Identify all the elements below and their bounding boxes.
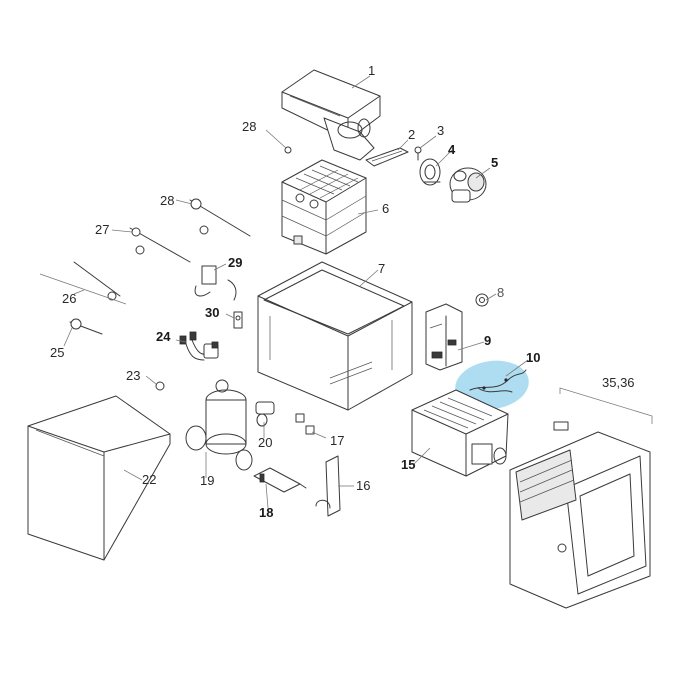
callout-16: 16 xyxy=(356,478,371,493)
callout-6: 6 xyxy=(382,201,390,216)
part-28-pipe xyxy=(189,198,251,237)
callout-25: 25 xyxy=(50,345,65,360)
callout-28-left: 28 xyxy=(160,193,175,208)
part-1-top-housing xyxy=(281,69,381,161)
callout-8: 8 xyxy=(497,285,505,300)
part-23-screw xyxy=(155,381,165,391)
callout-2: 2 xyxy=(408,127,416,142)
callout-18: 18 xyxy=(259,505,274,520)
callout-28-top: 28 xyxy=(242,119,257,134)
part-29-sensor xyxy=(194,265,237,301)
part-35-36-door-frame xyxy=(509,387,653,609)
callout-29: 29 xyxy=(228,255,243,270)
callout-27: 27 xyxy=(95,222,110,237)
part-4-fan-ring xyxy=(419,158,441,186)
part-28-screw xyxy=(284,146,292,154)
callout-26: 26 xyxy=(62,291,77,306)
callout-30: 30 xyxy=(205,305,220,320)
part-7-cabinet xyxy=(257,261,413,411)
callout-4: 4 xyxy=(448,142,456,157)
callout-15: 15 xyxy=(401,457,416,472)
callout-1: 1 xyxy=(368,63,376,78)
callout-20: 20 xyxy=(258,435,273,450)
part-25-probe xyxy=(69,318,103,335)
part-8-grommet xyxy=(475,293,489,307)
part-3-screw xyxy=(414,146,422,161)
callout-23: 23 xyxy=(126,368,141,383)
part-22-side-panel xyxy=(27,395,171,561)
part-30-fitting xyxy=(233,311,243,329)
callout-24: 24 xyxy=(156,329,171,344)
callout-9: 9 xyxy=(484,333,492,348)
part-6-heat-exchanger xyxy=(281,159,367,255)
part-5-blower-motor xyxy=(449,167,487,203)
callout-7: 7 xyxy=(378,261,386,276)
part-2-gasket xyxy=(365,147,409,167)
callout-17: 17 xyxy=(330,433,345,448)
part-18-valve xyxy=(253,467,307,493)
part-9-control-board xyxy=(425,303,463,371)
callout-22: 22 xyxy=(142,472,157,487)
callout-3: 3 xyxy=(437,123,445,138)
part-17-clips xyxy=(295,413,315,435)
part-24-harness xyxy=(179,331,219,361)
part-26-rod xyxy=(39,261,127,305)
part-27-pipe xyxy=(129,227,191,263)
part-10-wire-harness xyxy=(469,369,527,393)
callout-5: 5 xyxy=(491,155,499,170)
part-19-water-valve xyxy=(185,379,253,471)
part-16-bracket xyxy=(315,455,341,517)
part-20-fitting xyxy=(255,401,275,427)
part-15-burner-assembly xyxy=(411,389,509,477)
leader-lines xyxy=(63,75,529,509)
callout-10: 10 xyxy=(526,350,541,365)
callout-19: 19 xyxy=(200,473,215,488)
callout-35-36: 35,36 xyxy=(602,375,635,390)
